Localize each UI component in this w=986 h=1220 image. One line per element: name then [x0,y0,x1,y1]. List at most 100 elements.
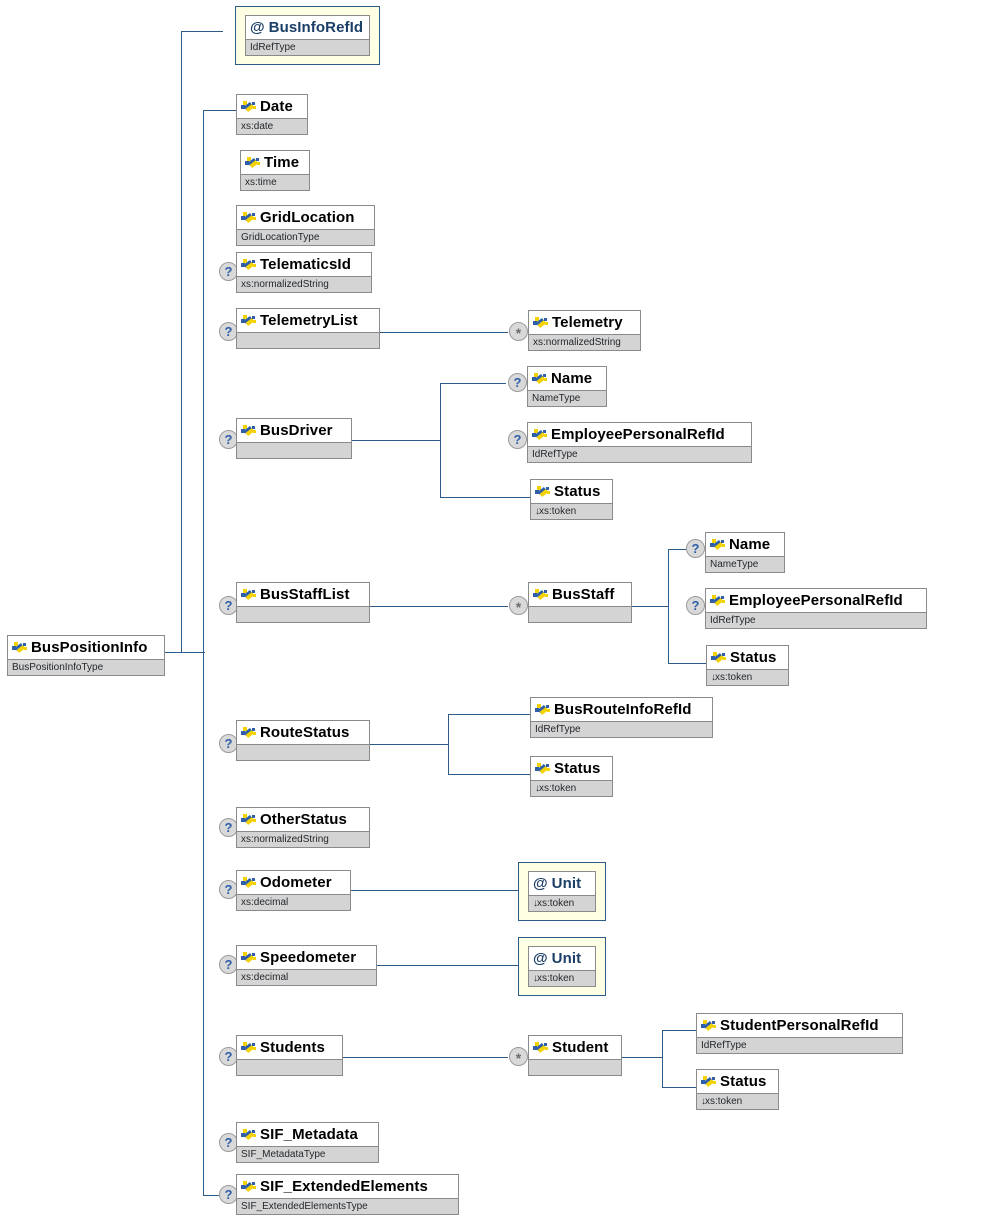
node-label: Unit [551,949,582,967]
node-title-row: RouteStatus [237,721,369,744]
node-sif-metadata[interactable]: SIF_Metadata SIF_MetadataType [236,1122,379,1163]
derivation-arrow-icon: ↓ [535,506,540,517]
node-box: EmployeePersonalRefId IdRefType [705,588,927,629]
element-icon [241,211,256,224]
node-busrouteinforefid[interactable]: BusRouteInfoRefId IdRefType [530,697,713,738]
node-label: TelematicsId [260,255,351,273]
node-busdriver[interactable]: BusDriver [236,418,352,459]
node-label: Students [260,1038,325,1056]
node-otherstatus[interactable]: OtherStatus xs:normalizedString [236,807,370,848]
node-buspositioninfo[interactable]: BusPositionInfo BusPositionInfoType [7,635,165,676]
node-type: NameType [528,390,606,406]
node-busstaff-status[interactable]: Status ↓xs:token [706,645,789,686]
derivation-arrow-icon: ↓ [701,1096,706,1107]
node-type: IdRefType [697,1037,902,1053]
badge-repeat-telemetry[interactable]: * [509,322,528,341]
node-routestatus-status[interactable]: Status ↓xs:token [530,756,613,797]
badge-repeat-busstaff[interactable]: * [509,596,528,615]
node-label: Speedometer [260,948,357,966]
node-sif-extendedelements[interactable]: SIF_ExtendedElements SIF_ExtendedElement… [236,1174,459,1215]
node-date[interactable]: Date xs:date [236,94,308,135]
at-sign-icon: @ [533,874,548,892]
node-busdriver-name[interactable]: Name NameType [527,366,607,407]
node-students[interactable]: Students [236,1035,343,1076]
badge-optional-busstaff-employeerefid[interactable]: ? [686,596,705,615]
node-type-text: xs:token [539,783,577,794]
node-busdriver-status[interactable]: Status ↓xs:token [530,479,613,520]
node-title-row: Student [529,1036,621,1059]
node-box: BusStaffList [236,582,370,623]
node-title-row: Telemetry [529,311,640,334]
node-title-row: BusStaff [529,583,631,606]
node-student-status[interactable]: Status ↓xs:token [696,1069,779,1110]
element-icon [245,156,260,169]
node-odometer-unit[interactable]: @ Unit ↓xs:token [518,862,606,921]
node-label: Name [729,535,771,553]
attribute-frame: @ Unit ↓xs:token [518,862,606,921]
node-title-row: BusDriver [237,419,351,442]
node-busstaff-name[interactable]: Name NameType [705,532,785,573]
node-speedometer[interactable]: Speedometer xs:decimal [236,945,377,986]
node-box: Name NameType [527,366,607,407]
node-type: xs:decimal [237,894,350,910]
node-busstaff-employeepersonalrefid[interactable]: EmployeePersonalRefId IdRefType [705,588,927,629]
node-type: BusPositionInfoType [8,659,164,675]
node-gridlocation[interactable]: GridLocation GridLocationType [236,205,375,246]
connector-busdriver-stem [352,440,440,441]
node-telemetrylist[interactable]: TelemetryList [236,308,380,349]
node-label: Status [720,1072,767,1090]
node-box: EmployeePersonalRefId IdRefType [527,422,752,463]
badge-repeat-student[interactable]: * [509,1047,528,1066]
node-title-row: BusPositionInfo [8,636,164,659]
node-businforefid[interactable]: @ BusInfoRefId IdRefType [235,6,380,65]
node-busdriver-employeepersonalrefid[interactable]: EmployeePersonalRefId IdRefType [527,422,752,463]
node-studentpersonalrefid[interactable]: StudentPersonalRefId IdRefType [696,1013,903,1054]
node-type-text: xs:token [715,672,753,683]
node-type [237,744,369,760]
node-box: Date xs:date [236,94,308,135]
node-box: @ BusInfoRefId IdRefType [245,15,370,56]
badge-optional-busdriver-employeerefid[interactable]: ? [508,430,527,449]
node-box: BusRouteInfoRefId IdRefType [530,697,713,738]
node-telemetry[interactable]: Telemetry xs:normalizedString [528,310,641,351]
connector-busstaff-status [668,663,706,664]
badge-optional-busdriver-name[interactable]: ? [508,373,527,392]
node-box: OtherStatus xs:normalizedString [236,807,370,848]
node-title-row: TelemetryList [237,309,379,332]
node-odometer[interactable]: Odometer xs:decimal [236,870,351,911]
derivation-arrow-icon: ↓ [533,898,538,909]
node-busstaff[interactable]: BusStaff [528,582,632,623]
node-box: SIF_Metadata SIF_MetadataType [236,1122,379,1163]
node-label: BusInfoRefId [268,18,364,36]
badge-optional-sifmetadata[interactable]: ? [219,1133,238,1152]
node-box: Telemetry xs:normalizedString [528,310,641,351]
node-title-row: BusRouteInfoRefId [531,698,712,721]
element-icon [701,1075,716,1088]
node-type [237,606,369,622]
element-icon [241,100,256,113]
node-title-row: EmployeePersonalRefId [528,423,751,446]
node-telematicsid[interactable]: TelematicsId xs:normalizedString [236,252,372,293]
node-routestatus[interactable]: RouteStatus [236,720,370,761]
node-title-row: Time [241,151,309,174]
connector-student-refid [662,1030,696,1031]
node-box: BusDriver [236,418,352,459]
badge-optional-busstaff-name[interactable]: ? [686,539,705,558]
node-box: RouteStatus [236,720,370,761]
node-title-row: Name [706,533,784,556]
node-busstafflist[interactable]: BusStaffList [236,582,370,623]
element-icon [532,428,547,441]
node-title-row: @ Unit [529,872,595,895]
connector-busstaff-stem [632,606,668,607]
node-speedometer-unit[interactable]: @ Unit ↓xs:token [518,937,606,996]
node-type: ↓xs:token [529,895,595,911]
node-time[interactable]: Time xs:time [240,150,310,191]
connector-routestatus-status [448,774,530,775]
badge-optional-otherstatus[interactable]: ? [219,818,238,837]
node-type-text: xs:token [537,898,575,909]
node-label: BusPositionInfo [31,638,148,656]
node-student[interactable]: Student [528,1035,622,1076]
element-icon [241,588,256,601]
connector-busdriver-status [440,497,530,498]
connector-attr-businforefid [181,31,223,32]
